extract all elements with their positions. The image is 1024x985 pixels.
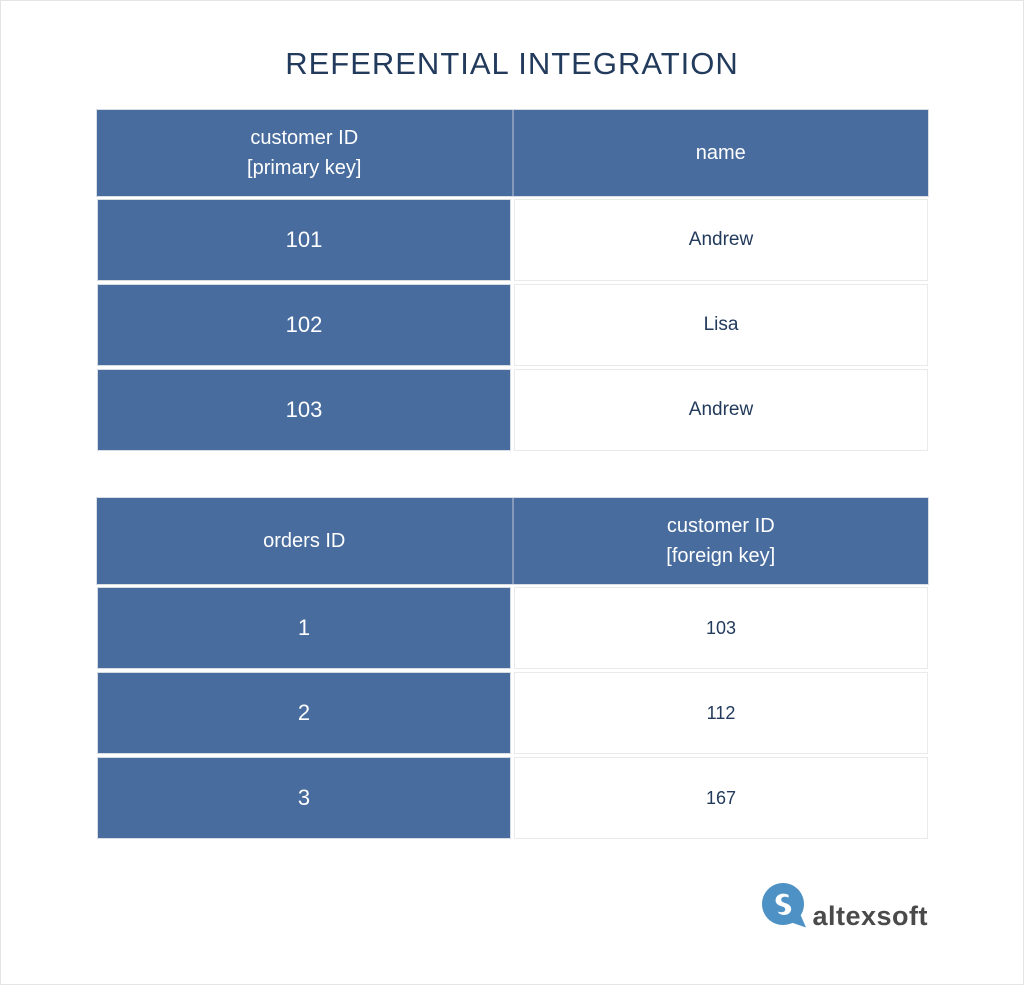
order-id-cell: 3 bbox=[97, 757, 511, 839]
column-header-line1: customer ID bbox=[250, 127, 359, 149]
customer-id-cell: 102 bbox=[97, 284, 511, 366]
column-header-line2: [primary key] bbox=[247, 157, 362, 179]
order-id-cell: 1 bbox=[97, 587, 511, 669]
orders-table: orders ID customer ID [foreign key] 1 10… bbox=[97, 498, 928, 839]
order-customer-id-cell: 112 bbox=[514, 672, 928, 754]
column-header-orders-id: orders ID bbox=[97, 498, 512, 584]
orders-table-body: 1 103 2 112 3 167 bbox=[97, 587, 928, 839]
column-header-name: name bbox=[513, 110, 928, 196]
order-customer-id-cell: 167 bbox=[514, 757, 928, 839]
altexsoft-logo: altexsoft bbox=[761, 882, 928, 932]
customer-name-cell: Lisa bbox=[514, 284, 928, 366]
altexsoft-logo-text: altexsoft bbox=[812, 901, 928, 931]
column-header-customer-id: customer ID [primary key] bbox=[97, 110, 512, 196]
column-header-customer-id-fk: customer ID [foreign key] bbox=[513, 498, 928, 584]
customers-table-body: 101 Andrew 102 Lisa 103 Andrew bbox=[97, 199, 928, 451]
logo-s-swoosh bbox=[776, 893, 792, 915]
column-header-line2: [foreign key] bbox=[666, 545, 776, 567]
order-id-cell: 2 bbox=[97, 672, 511, 754]
customer-id-cell: 101 bbox=[97, 199, 511, 281]
column-header-line1: name bbox=[695, 142, 746, 164]
customers-table: customer ID [primary key] name 101 Andre… bbox=[97, 110, 928, 451]
page-title: REFERENTIAL INTEGRATION bbox=[285, 46, 739, 81]
order-customer-id-cell: 103 bbox=[514, 587, 928, 669]
altexsoft-logo-icon bbox=[762, 883, 807, 928]
customer-name-cell: Andrew bbox=[514, 199, 928, 281]
column-header-line1: customer ID bbox=[666, 515, 775, 537]
customers-table-header: customer ID [primary key] name bbox=[97, 110, 928, 196]
orders-table-header: orders ID customer ID [foreign key] bbox=[97, 498, 928, 584]
column-header-line1: orders ID bbox=[263, 530, 346, 552]
customer-name-cell: Andrew bbox=[514, 369, 928, 451]
customer-id-cell: 103 bbox=[97, 369, 511, 451]
